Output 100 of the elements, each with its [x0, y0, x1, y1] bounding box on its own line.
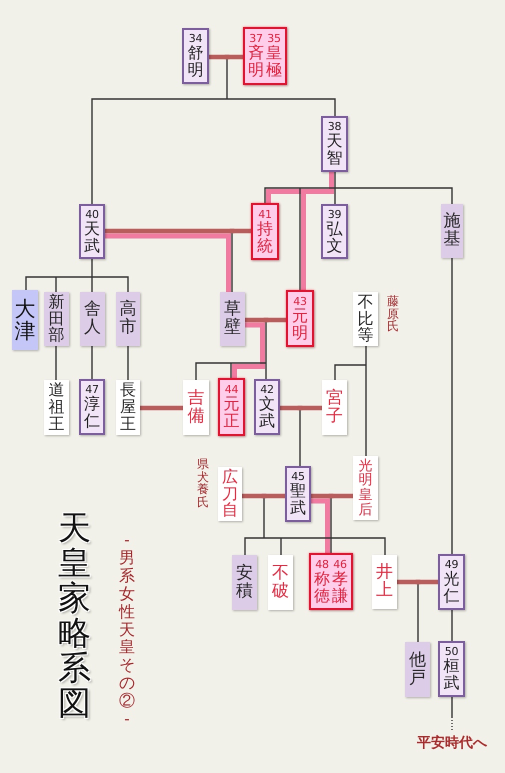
person-name: 元明	[292, 308, 308, 342]
connector-line	[365, 346, 367, 365]
person-box	[183, 380, 209, 435]
person-name: 施基	[444, 213, 460, 249]
person-box	[353, 456, 378, 520]
person-name: 弘文	[326, 220, 342, 254]
person-name: 天智	[326, 133, 342, 167]
connector-line	[230, 228, 254, 234]
reign-number: 49	[444, 559, 458, 572]
clan-label: 藤原氏	[387, 295, 399, 333]
connector-line	[365, 365, 367, 456]
person-name: 斉明	[248, 45, 264, 79]
person-box	[438, 554, 465, 610]
connector-line	[265, 320, 267, 363]
connector-line	[55, 346, 57, 380]
person-name: 光明皇后	[358, 458, 372, 518]
connector-line	[280, 538, 282, 555]
connector-line	[265, 363, 267, 379]
highlight-line	[308, 498, 330, 556]
person-box	[243, 27, 287, 85]
person-name: 桓武	[444, 658, 460, 692]
note-text: 平安時代へ	[412, 734, 492, 752]
person-box	[321, 204, 348, 259]
connector-line	[55, 277, 57, 292]
connector-line	[25, 276, 56, 290]
person-box	[441, 204, 463, 258]
reign-number: 43	[293, 296, 307, 308]
connector-line	[195, 362, 231, 380]
connector-line	[334, 364, 366, 380]
person-name: 光仁	[444, 571, 460, 605]
connector-line	[231, 362, 266, 364]
person-name: 井上	[376, 564, 393, 600]
person-name: 新田部	[48, 294, 64, 344]
connector-line	[417, 582, 419, 642]
person-name: 聖武	[290, 483, 306, 517]
person-box	[218, 467, 242, 521]
person-name: 不破	[272, 564, 289, 600]
person-box	[322, 380, 347, 435]
person-name: 広刀自	[222, 468, 238, 520]
person-box	[321, 116, 348, 172]
person-box	[116, 292, 140, 346]
reign-number: 46	[333, 558, 347, 571]
reign-number: 45	[291, 471, 305, 484]
reign-number: 35	[267, 33, 281, 46]
person-box	[79, 379, 105, 435]
person-name: 淳仁	[84, 396, 100, 430]
reign-number: 38	[328, 121, 342, 134]
connector-line	[91, 346, 93, 379]
person-name: 他戸	[409, 652, 426, 688]
connector-line	[91, 277, 93, 292]
connector-line	[224, 54, 246, 60]
person-name: 舎人	[84, 301, 101, 337]
person-name: 称徳	[314, 570, 330, 604]
person-box	[286, 290, 314, 347]
person-box	[353, 292, 378, 346]
reign-number: 48	[315, 558, 329, 571]
person-box	[309, 553, 353, 610]
connector-line	[335, 187, 453, 204]
connector-line	[299, 408, 301, 466]
person-name: 天武	[84, 220, 100, 254]
person-box	[44, 292, 69, 346]
connector-line	[264, 537, 281, 539]
person-box	[268, 555, 293, 610]
person-box	[372, 555, 397, 609]
person-name: 持統	[257, 220, 273, 254]
person-name: 安積	[236, 564, 253, 600]
person-name: 長屋王	[120, 382, 136, 433]
person-box	[79, 204, 105, 259]
person-name: 舒明	[188, 45, 204, 79]
connector-line	[263, 496, 265, 538]
person-name: 吉備	[188, 390, 204, 426]
reign-number: 42	[260, 384, 274, 396]
connector-line	[416, 580, 440, 584]
reign-number: 37	[249, 33, 263, 46]
connector-line	[334, 188, 336, 204]
person-box	[182, 28, 209, 84]
reign-number: 34	[188, 33, 202, 46]
connector-line	[227, 98, 336, 116]
connector-line	[56, 276, 92, 278]
reign-number: 40	[85, 208, 99, 221]
person-box	[285, 466, 311, 522]
person-box	[232, 555, 257, 610]
subtitle: -男系女性天皇その②-	[119, 531, 135, 728]
person-name: 宮子	[326, 390, 343, 426]
highlight-line	[102, 234, 231, 294]
reign-number: 39	[328, 208, 342, 221]
connector-line	[231, 231, 233, 292]
person-box	[254, 379, 280, 435]
person-name: 高市	[120, 301, 136, 337]
title: 天皇家略系図	[58, 511, 91, 721]
highlight-line	[232, 322, 265, 380]
person-box	[251, 203, 279, 260]
connector-line	[226, 57, 228, 99]
person-box	[80, 292, 105, 346]
connector-line	[451, 258, 453, 554]
person-box	[405, 642, 430, 697]
person-box	[220, 292, 245, 346]
reign-number: 47	[85, 384, 99, 396]
connector-line	[244, 537, 264, 555]
person-name: 皇極	[266, 45, 282, 79]
